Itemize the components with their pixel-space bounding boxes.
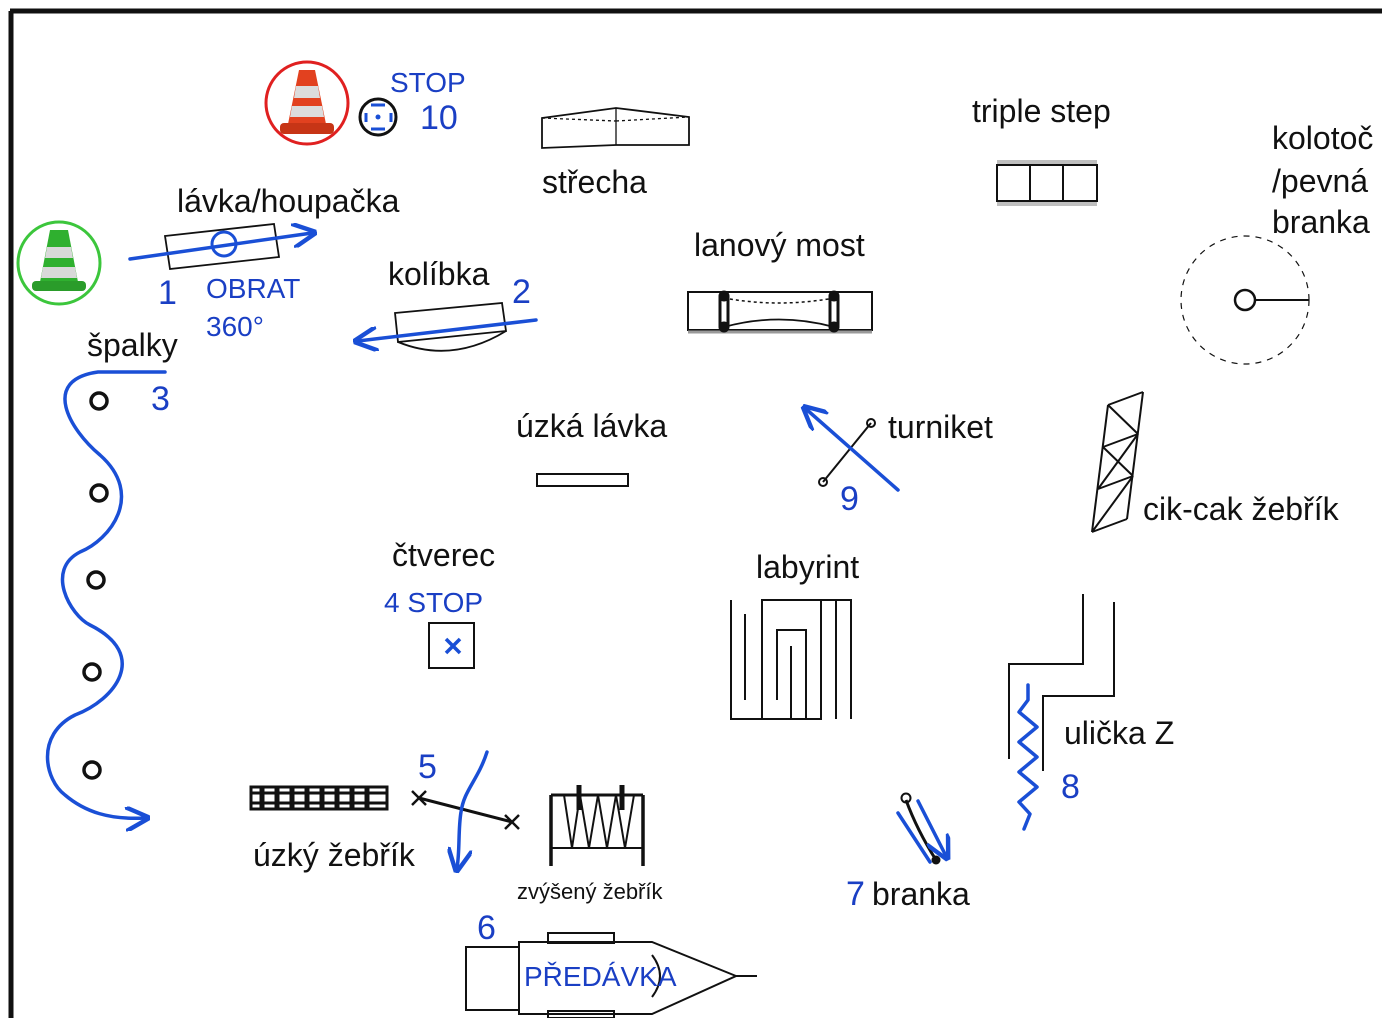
- arena-border: [8, 8, 1382, 1018]
- lavka-label: lávka/houpačka: [177, 183, 400, 219]
- lanovy-most-obstacle: [687, 290, 873, 334]
- ctverec-label: čtverec: [392, 537, 495, 573]
- path-segment-7a: [896, 811, 932, 864]
- station-6-number: 6: [477, 909, 496, 947]
- cikcak-label: cik-cak žebřík: [1143, 491, 1340, 527]
- kolotoc-label-line3: branka: [1272, 204, 1370, 240]
- green-cone-icon: [16, 220, 102, 306]
- triple-step-label: triple step: [972, 93, 1111, 129]
- path-segment-3-slalom: [45, 370, 167, 818]
- zvyseny-zebrik-label: zvýšený žebřík: [517, 879, 663, 904]
- strecha-obstacle: [541, 107, 690, 149]
- zvyseny-zebrik-obstacle: [549, 785, 645, 866]
- path-segment-2: [358, 318, 538, 341]
- predavka-label: PŘEDÁVKA: [524, 961, 677, 992]
- ulicka-z-obstacle: [1008, 594, 1115, 771]
- turniket-label: turniket: [888, 409, 993, 445]
- station-4-stop-label: 4 STOP: [384, 587, 483, 618]
- obrat-label: OBRAT: [206, 273, 300, 304]
- turniket-obstacle: [818, 418, 876, 487]
- uzka-lavka-label: úzká lávka: [516, 408, 667, 444]
- ctverec-obstacle: [428, 622, 475, 669]
- triple-step-obstacle: [996, 160, 1098, 206]
- gate-5-obstacle: [411, 790, 520, 830]
- path-segment-5: [457, 750, 489, 868]
- station-2-number: 2: [512, 273, 531, 311]
- labyrint-obstacle: [730, 599, 852, 720]
- spalky-posts: [82, 391, 109, 780]
- obrat-degrees-label: 360°: [206, 311, 264, 342]
- station-10-number: 10: [420, 99, 458, 137]
- spalky-label: špalky: [87, 327, 178, 363]
- uzky-zebrik-label: úzký žebřík: [253, 837, 416, 873]
- stopwatch-icon: [358, 97, 398, 137]
- path-segment-1: [128, 233, 312, 261]
- kolibka-label: kolíbka: [388, 256, 490, 292]
- strecha-label: střecha: [542, 164, 647, 200]
- lavka-obstacle: [163, 223, 281, 270]
- uzky-zebrik-obstacle: [249, 785, 389, 811]
- path-segment-9: [806, 409, 900, 492]
- labyrint-label: labyrint: [756, 549, 859, 585]
- station-5-number: 5: [418, 748, 437, 786]
- kolotoc-obstacle: [1180, 235, 1310, 365]
- kolibka-obstacle: [394, 302, 508, 352]
- red-cone-icon: [264, 60, 350, 146]
- predavka-zone: [465, 932, 757, 1018]
- path-segment-8: [1017, 683, 1039, 831]
- path-segment-7b: [916, 799, 946, 856]
- station-9-number: 9: [840, 480, 859, 518]
- obrat-turn-marker: [210, 230, 238, 258]
- station-7-number: 7: [846, 875, 865, 913]
- lanovy-most-label: lanový most: [694, 227, 865, 263]
- cikcak-zebrik-obstacle: [1091, 391, 1144, 533]
- kolotoc-label-line1: kolotoč: [1272, 120, 1373, 156]
- ulicka-label: ulička Z: [1064, 715, 1174, 751]
- station-3-number: 3: [151, 380, 170, 418]
- station-8-number: 8: [1061, 768, 1080, 806]
- uzka-lavka-obstacle: [536, 473, 629, 487]
- stop-finish-label: STOP: [390, 67, 466, 98]
- station-1-number: 1: [158, 274, 177, 312]
- branka-label: branka: [872, 876, 970, 912]
- kolotoc-label-line2: /pevná: [1272, 163, 1368, 199]
